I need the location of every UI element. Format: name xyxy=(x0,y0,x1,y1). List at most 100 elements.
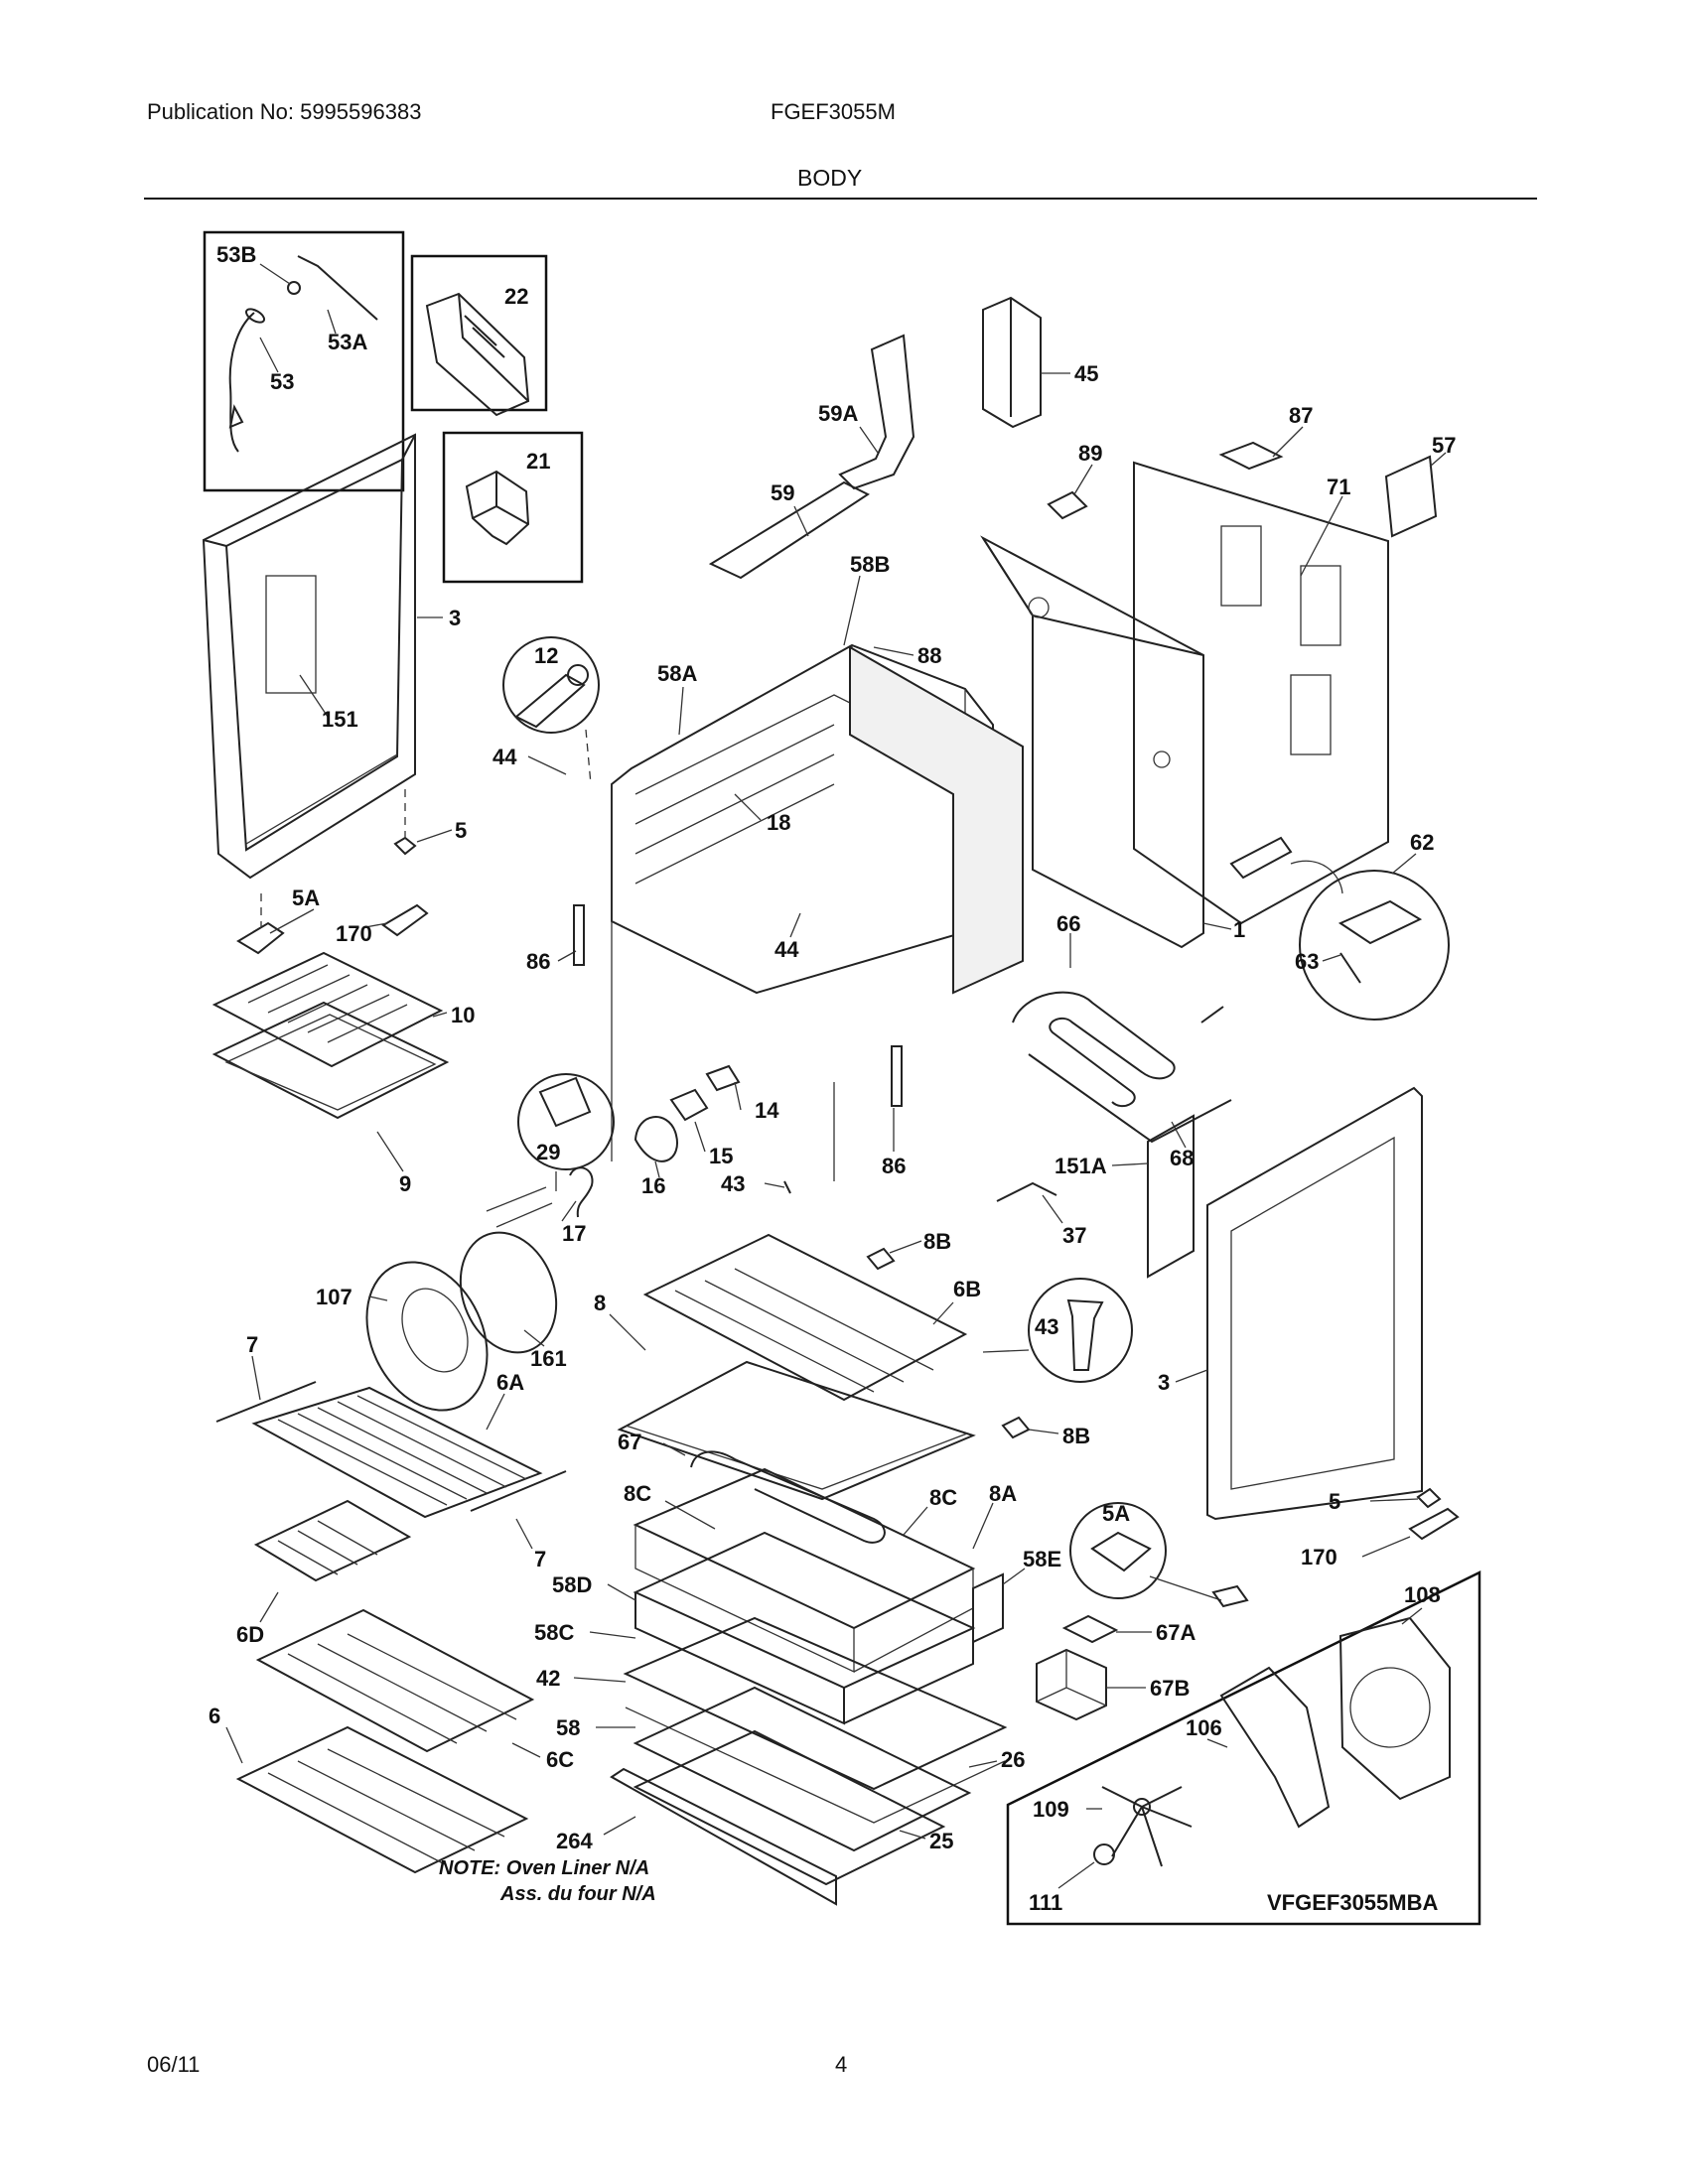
leader-107 xyxy=(368,1296,388,1301)
cover-67A xyxy=(1061,1614,1119,1644)
callout-109: 109 xyxy=(1033,1797,1069,1822)
bracket-106 xyxy=(1219,1666,1331,1829)
leader-5a xyxy=(416,829,453,843)
lamp-parts xyxy=(517,1064,741,1218)
fan-blade-109 xyxy=(1101,1786,1193,1867)
leader-26 xyxy=(968,1760,998,1768)
rack-6 xyxy=(235,1725,529,1874)
screw-43a xyxy=(783,1180,791,1194)
bracket-86b xyxy=(891,1045,903,1107)
bracket-8B1 xyxy=(866,1247,896,1271)
callout-9: 9 xyxy=(399,1171,411,1196)
callout-8B-lower: 8B xyxy=(1062,1424,1090,1448)
rack-6B xyxy=(642,1233,968,1402)
cover-57 xyxy=(1384,455,1438,538)
leader-264 xyxy=(603,1816,636,1836)
callout-87: 87 xyxy=(1289,403,1313,428)
hinge-parts-left xyxy=(236,789,429,955)
leader-151 xyxy=(299,674,329,718)
leader-71 xyxy=(1300,495,1343,577)
leader-7a xyxy=(251,1355,261,1401)
callout-89: 89 xyxy=(1078,441,1102,466)
leader-53B xyxy=(259,263,291,285)
callout-88: 88 xyxy=(917,643,941,668)
callout-58: 58 xyxy=(556,1715,580,1740)
leader-170a xyxy=(364,922,388,928)
panel-25 xyxy=(633,1729,946,1886)
leader-58B xyxy=(843,575,861,646)
callout-6B: 6B xyxy=(953,1277,981,1301)
callout-6C: 6C xyxy=(546,1747,574,1772)
callout-12: 12 xyxy=(534,643,558,668)
leader-44a xyxy=(527,755,567,775)
callout-5A-right: 5A xyxy=(1102,1501,1130,1526)
callout-63: 63 xyxy=(1295,949,1319,974)
callout-42: 42 xyxy=(536,1666,560,1691)
callout-108: 108 xyxy=(1404,1582,1441,1607)
leader-62 xyxy=(1391,853,1417,875)
cover-87 xyxy=(1218,441,1284,471)
leader-18 xyxy=(734,793,762,821)
callout-58C: 58C xyxy=(534,1620,574,1645)
box-67B xyxy=(1036,1648,1107,1721)
leader-106 xyxy=(1206,1738,1228,1748)
callout-3-right: 3 xyxy=(1158,1370,1170,1395)
drawing-id: VFGEF3055MBA xyxy=(1267,1890,1438,1915)
callout-67A: 67A xyxy=(1156,1620,1196,1645)
callout-67B: 67B xyxy=(1150,1676,1190,1701)
callout-15: 15 xyxy=(709,1144,733,1168)
bake-element-66 xyxy=(1012,991,1224,1108)
leader-88 xyxy=(873,646,914,656)
callout-1: 1 xyxy=(1233,917,1245,942)
callout-7-upper: 7 xyxy=(246,1332,258,1357)
leader-8C2 xyxy=(903,1506,928,1536)
leader-87 xyxy=(1272,426,1304,458)
frame-1 xyxy=(980,535,1204,949)
leader-57 xyxy=(1429,452,1447,468)
panel-26 xyxy=(633,1686,972,1852)
hinge-170-right xyxy=(1408,1507,1460,1541)
leader-8B2 xyxy=(1028,1429,1059,1434)
leader-53A xyxy=(327,309,337,335)
leader-108 xyxy=(1401,1607,1423,1625)
drawer-8A xyxy=(633,1467,976,1674)
callout-106: 106 xyxy=(1186,1715,1222,1740)
leader-8C1 xyxy=(664,1500,716,1530)
inset-box-53 xyxy=(203,230,405,492)
rack-6A xyxy=(251,1386,543,1519)
bracket-86a xyxy=(573,904,585,966)
callout-170-right: 170 xyxy=(1301,1545,1337,1570)
callout-58A: 58A xyxy=(657,661,697,686)
note-oven-liner: NOTE: Oven Liner N/A xyxy=(439,1857,649,1879)
leader-6D xyxy=(259,1591,279,1623)
callout-59: 59 xyxy=(771,480,794,505)
insulation-58D xyxy=(633,1531,976,1725)
leader-58E xyxy=(1002,1568,1026,1585)
callout-17: 17 xyxy=(562,1221,586,1246)
leader-5Aa xyxy=(269,908,315,934)
callout-53B: 53B xyxy=(216,242,256,267)
callout-6D: 6D xyxy=(236,1622,264,1647)
insulation-58B xyxy=(849,645,1024,995)
leader-17 xyxy=(561,1200,577,1222)
callout-7-lower: 7 xyxy=(534,1547,546,1571)
leader-44b xyxy=(789,912,801,938)
leader-43a xyxy=(764,1182,785,1188)
fan-cover-107 xyxy=(365,1261,489,1412)
callout-29: 29 xyxy=(536,1140,560,1164)
leader-42 xyxy=(573,1677,627,1683)
gasket-161 xyxy=(459,1186,558,1354)
leader-6C xyxy=(511,1742,541,1758)
callout-6A: 6A xyxy=(496,1370,524,1395)
inset-box-fan xyxy=(1006,1570,1481,1926)
bracket-151A xyxy=(1147,1114,1195,1279)
callout-86-upper: 86 xyxy=(526,949,550,974)
publication-number: Publication No: 5995596383 xyxy=(147,99,422,124)
leader-151A xyxy=(1111,1162,1149,1166)
callout-21: 21 xyxy=(526,449,550,474)
leader-15 xyxy=(694,1121,706,1153)
callout-26: 26 xyxy=(1001,1747,1025,1772)
callout-67: 67 xyxy=(618,1430,641,1454)
leader-89 xyxy=(1073,464,1093,495)
